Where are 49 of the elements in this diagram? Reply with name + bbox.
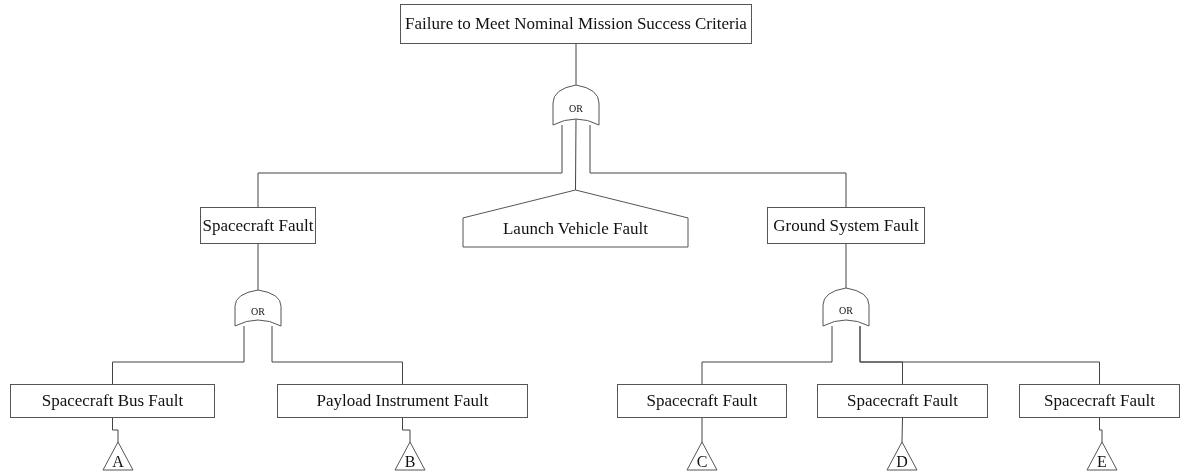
connector-line xyxy=(575,43,577,86)
event-label: Spacecraft Fault xyxy=(1044,391,1155,411)
connector-line xyxy=(575,118,577,191)
transfer-label: B xyxy=(404,453,416,471)
event-box xyxy=(10,384,215,418)
transfer-triangle xyxy=(687,442,717,470)
transfer-triangle xyxy=(103,442,133,470)
or-gate xyxy=(823,288,869,326)
connector-line xyxy=(701,417,703,443)
event-box xyxy=(617,384,787,418)
event-label: Failure to Meet Nominal Mission Success Criteria xyxy=(405,14,747,34)
connector-line xyxy=(402,417,411,443)
connector-line xyxy=(112,417,119,443)
gate-label: OR xyxy=(251,305,265,317)
transfer-triangle xyxy=(887,442,917,470)
transfer-triangle xyxy=(395,442,425,470)
gate-label: OR xyxy=(839,304,853,316)
event-label: Spacecraft Bus Fault xyxy=(41,391,184,411)
connector-line xyxy=(271,325,403,385)
transfer-triangle xyxy=(1087,442,1117,470)
or-gate xyxy=(235,290,281,326)
event-box xyxy=(400,4,752,44)
event-box xyxy=(277,384,528,418)
connector-line xyxy=(701,325,833,385)
event-label: Launch Vehicle Fault xyxy=(502,218,649,239)
or-gate xyxy=(553,85,599,125)
connector-line xyxy=(1099,417,1103,443)
gate-label: OR xyxy=(569,102,583,114)
connector-line xyxy=(112,325,245,385)
connector-line xyxy=(257,124,563,208)
connector-line xyxy=(257,243,259,291)
house-event-shape xyxy=(463,190,688,247)
transfer-label: A xyxy=(112,453,124,471)
event-label: Spacecraft Fault xyxy=(847,391,958,411)
connector-line xyxy=(901,417,903,443)
event-box xyxy=(767,207,925,244)
event-label: Spacecraft Fault xyxy=(646,391,758,411)
event-box xyxy=(1019,384,1180,418)
connector-line xyxy=(589,124,847,208)
event-label: Ground System Fault xyxy=(773,215,919,236)
event-label: Payload Instrument Fault xyxy=(316,391,489,411)
connector-line xyxy=(859,325,1100,385)
connector-line xyxy=(845,243,847,289)
transfer-label: D xyxy=(896,453,908,471)
event-label: Spacecraft Fault xyxy=(202,215,314,236)
transfer-label: C xyxy=(696,453,708,471)
event-box xyxy=(817,384,988,418)
transfer-label: E xyxy=(1097,453,1107,471)
event-box xyxy=(200,207,316,244)
